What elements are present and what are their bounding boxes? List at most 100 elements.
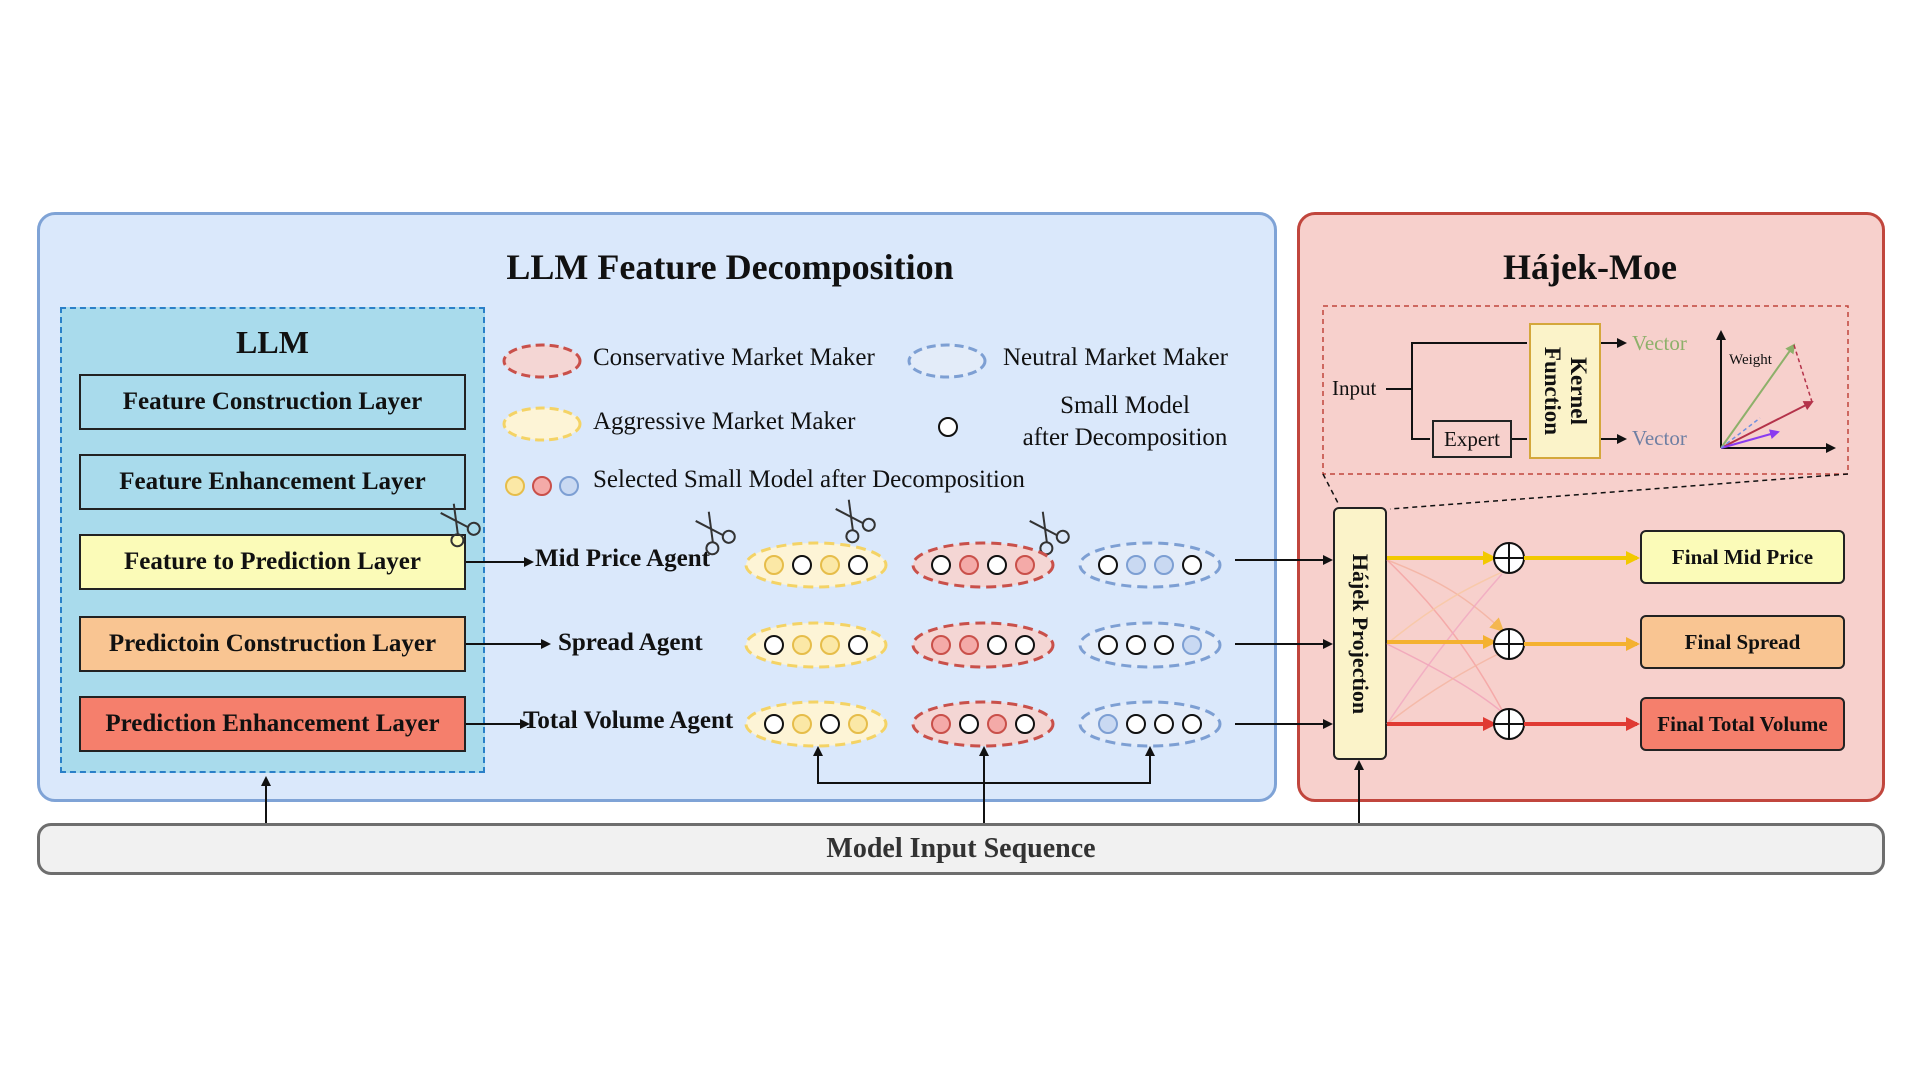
mix-line-1 — [1386, 559, 1505, 633]
kernel-inset-frame — [1322, 305, 1849, 475]
spread-agent-label: Spread Agent — [558, 629, 703, 656]
scissors-icon — [835, 499, 876, 544]
mix-line-3 — [1386, 571, 1503, 645]
selected-small-model-dot — [1015, 555, 1035, 575]
aggressive-ellipse — [744, 700, 888, 748]
total-volume-neutral-ensemble — [1078, 700, 1222, 748]
expert-box: Expert — [1432, 420, 1512, 458]
spread-neutral-ensemble — [1078, 621, 1222, 669]
sum-node-spread — [1493, 628, 1525, 660]
selected-small-model-dot — [959, 635, 979, 655]
ensemble-layer — [744, 541, 1222, 748]
selected-small-model-dot — [931, 714, 951, 734]
small-model-dot — [959, 714, 979, 734]
selected-small-model-dot — [1182, 635, 1202, 655]
legend-selected-red-dot — [532, 476, 552, 496]
scissors-icon — [440, 503, 481, 548]
small-model-dot — [820, 714, 840, 734]
small-model-dot — [1015, 635, 1035, 655]
inset-callout-right — [1389, 473, 1849, 510]
neutral-ellipse — [1078, 541, 1222, 589]
legend-small-model-line2: after Decomposition — [1022, 424, 1228, 451]
weight-vector-crimson — [1720, 401, 1814, 449]
feature-construction-layer: Feature Construction Layer — [79, 374, 466, 430]
legend-neutral-label: Neutral Market Maker — [1003, 344, 1228, 371]
small-model-dot — [1098, 555, 1118, 575]
inset-callout-left — [1322, 473, 1340, 506]
feature-to-prediction-layer: Feature to Prediction Layer — [79, 534, 466, 590]
sum-node-mid — [1493, 542, 1525, 574]
aggressive-ellipse — [744, 621, 888, 669]
mid-price-aggressive-ensemble — [744, 541, 888, 589]
prediction-enhancement-layer: Prediction Enhancement Layer — [79, 696, 466, 752]
right-panel-title: Hájek-Moe — [1503, 247, 1677, 287]
selected-small-model-dot — [820, 555, 840, 575]
kernel-input-label: Input — [1332, 376, 1377, 400]
neutral-ellipse — [1078, 621, 1222, 669]
weight-vector-blue — [1720, 417, 1761, 449]
conservative-ellipse — [911, 541, 1055, 589]
conservative-ellipse — [911, 621, 1055, 669]
legend-conservative-ellipse — [502, 343, 582, 379]
vector-bottom-label: Vector — [1632, 426, 1687, 450]
total-volume-conservative-ensemble — [911, 700, 1055, 748]
selected-small-model-dot — [959, 555, 979, 575]
conservative-ellipse — [911, 700, 1055, 748]
small-model-dot — [848, 555, 868, 575]
small-model-dot — [987, 555, 1007, 575]
spread-conservative-ensemble — [911, 621, 1055, 669]
input-to-expert-line — [1411, 389, 1430, 440]
mid-price-conservative-ensemble — [911, 541, 1055, 589]
selected-small-model-dot — [820, 635, 840, 655]
weight-vector-dashed — [1793, 344, 1813, 403]
total-volume-agent-label: Total Volume Agent — [523, 707, 734, 734]
mid-price-neutral-ensemble — [1078, 541, 1222, 589]
small-model-dot — [1182, 555, 1202, 575]
aggressive-ellipse — [744, 541, 888, 589]
selected-small-model-dot — [931, 635, 951, 655]
small-model-dot — [1126, 714, 1146, 734]
legend-selected-yellow-dot — [505, 476, 525, 496]
vector-top-label: Vector — [1632, 331, 1687, 355]
mix-line-2 — [1386, 559, 1503, 711]
small-model-dot — [1015, 714, 1035, 734]
selected-small-model-dot — [792, 714, 812, 734]
kernel-function-box: Kernel Function — [1529, 323, 1601, 459]
mid-price-agent-label: Mid Price Agent — [535, 545, 710, 572]
selected-small-model-dot — [1154, 555, 1174, 575]
small-model-dot — [987, 635, 1007, 655]
mix-line-4 — [1386, 643, 1503, 713]
selected-small-model-dot — [987, 714, 1007, 734]
legend-aggressive-label: Aggressive Market Maker — [593, 408, 856, 435]
hajek-projection-box: Hájek Projection — [1333, 507, 1387, 760]
legend-conservative-label: Conservative Market Maker — [593, 344, 875, 371]
mix-line-5 — [1386, 573, 1503, 725]
weight-axis-label: Weight — [1729, 352, 1772, 368]
model-input-sequence-bar: Model Input Sequence — [37, 823, 1885, 875]
feature-enhancement-layer: Feature Enhancement Layer — [79, 454, 466, 510]
legend-selected-blue-dot — [559, 476, 579, 496]
legend-selected-label: Selected Small Model after Decomposition — [593, 466, 1025, 493]
weight-vector-green — [1720, 343, 1796, 449]
llm-title: LLM — [236, 324, 309, 360]
final-total-volume-box: Final Total Volume — [1640, 697, 1845, 751]
final-mid-price-box: Final Mid Price — [1640, 530, 1845, 584]
prediction-construction-layer: Predictoin Construction Layer — [79, 616, 466, 672]
neutral-ellipse — [1078, 700, 1222, 748]
sum-node-volume — [1493, 708, 1525, 740]
legend-small-model-line1: Small Model — [1060, 392, 1190, 419]
small-model-dot — [1126, 635, 1146, 655]
scissors-icon — [695, 511, 736, 556]
total-volume-aggressive-ensemble — [744, 700, 888, 748]
selected-small-model-dot — [764, 555, 784, 575]
small-model-dot — [764, 635, 784, 655]
final-spread-box: Final Spread — [1640, 615, 1845, 669]
selected-small-model-dot — [792, 635, 812, 655]
selected-small-model-dot — [1126, 555, 1146, 575]
small-model-dot — [1154, 635, 1174, 655]
spread-aggressive-ensemble — [744, 621, 888, 669]
legend-neutral-ellipse — [907, 343, 987, 379]
small-model-dot — [764, 714, 784, 734]
mix-line-6 — [1386, 651, 1503, 725]
small-model-dot — [931, 555, 951, 575]
